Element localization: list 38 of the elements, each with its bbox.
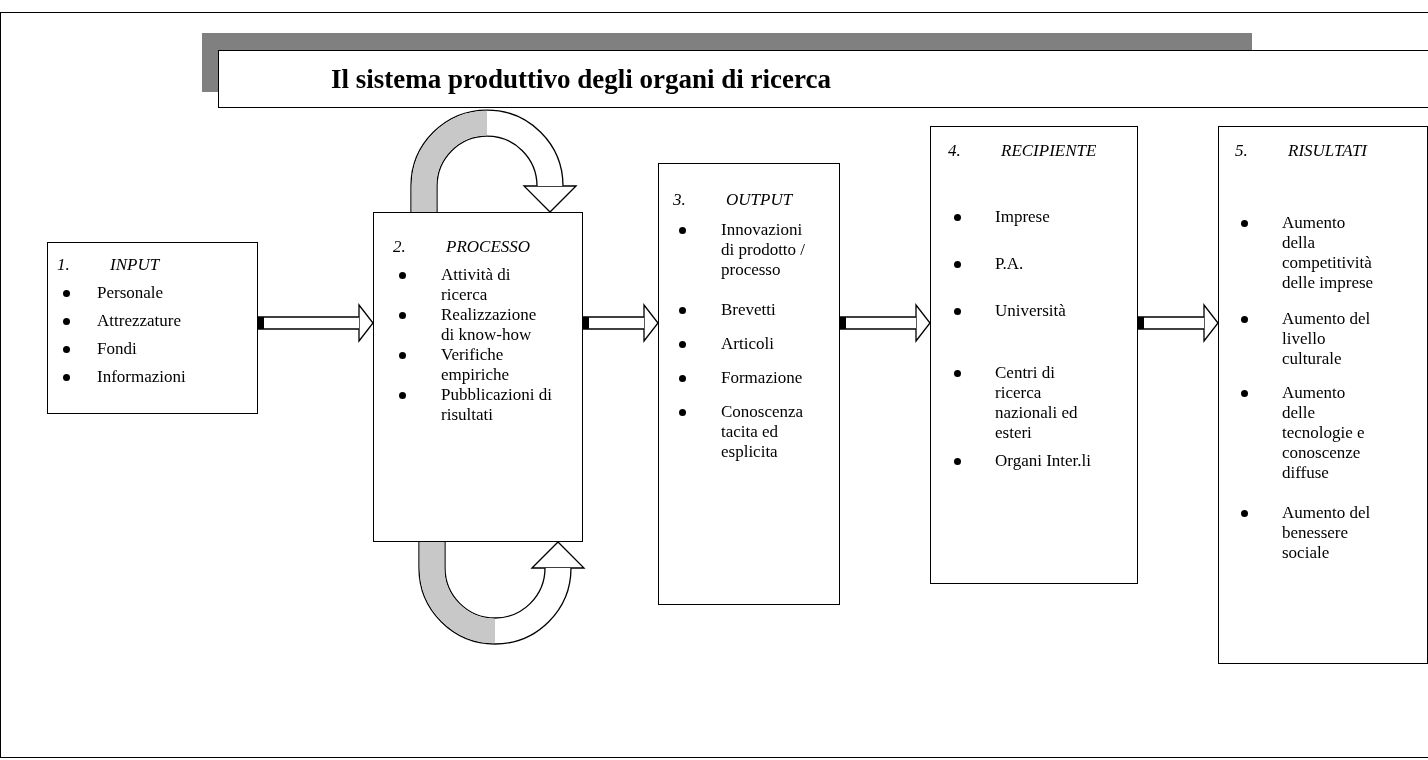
list-item: Attrezzature [63, 311, 247, 331]
stage-box [1218, 126, 1428, 664]
list-item: Attività di ricerca [399, 265, 553, 305]
list-item: Informazioni [63, 367, 247, 387]
box-heading: 2. PROCESSO [393, 237, 531, 257]
stage-box [47, 242, 258, 414]
list-item: Centri di ricerca nazionali ed esteri [954, 363, 1095, 443]
list-item: Aumento del livello culturale [1241, 309, 1382, 369]
stage-box [373, 212, 583, 542]
list-item: P.A. [954, 254, 1095, 274]
list-item: Università [954, 301, 1095, 321]
list-item: Verifiche empiriche [399, 345, 553, 385]
list-item: Conoscenza tacita ed esplicita [679, 402, 815, 462]
diagram-title: Il sistema produttivo degli organi di ricerca [331, 63, 831, 95]
block-arrow [1138, 304, 1219, 342]
box-heading: 4. RECIPIENTE [948, 141, 1097, 161]
curved-block-arrow [410, 109, 577, 213]
list-item: Brevetti [679, 300, 815, 320]
box-heading: 1. INPUT [57, 255, 160, 275]
box-heading: 3. OUTPUT [673, 190, 793, 210]
list-item: Articoli [679, 334, 815, 354]
block-arrow [258, 304, 374, 342]
list-item: Aumento della competitività delle imprese [1241, 213, 1382, 293]
block-arrow [583, 304, 659, 342]
list-item: Organi Inter.li [954, 451, 1095, 471]
list-item: Pubblicazioni di risultati [399, 385, 553, 425]
stage-box [930, 126, 1138, 584]
list-item: Formazione [679, 368, 815, 388]
list-item: Aumento delle tecnologie e conoscenze diffuse [1241, 383, 1382, 483]
block-arrow [840, 304, 931, 342]
list-item: Aumento del benessere sociale [1241, 503, 1382, 563]
list-item: Personale [63, 283, 247, 303]
box-heading: 5. RISULTATI [1235, 141, 1367, 161]
list-item: Realizzazione di know-how [399, 305, 553, 345]
stage-box [658, 163, 840, 605]
list-item: Innovazioni di prodotto / processo [679, 220, 815, 280]
list-item: Imprese [954, 207, 1095, 227]
list-item: Fondi [63, 339, 247, 359]
